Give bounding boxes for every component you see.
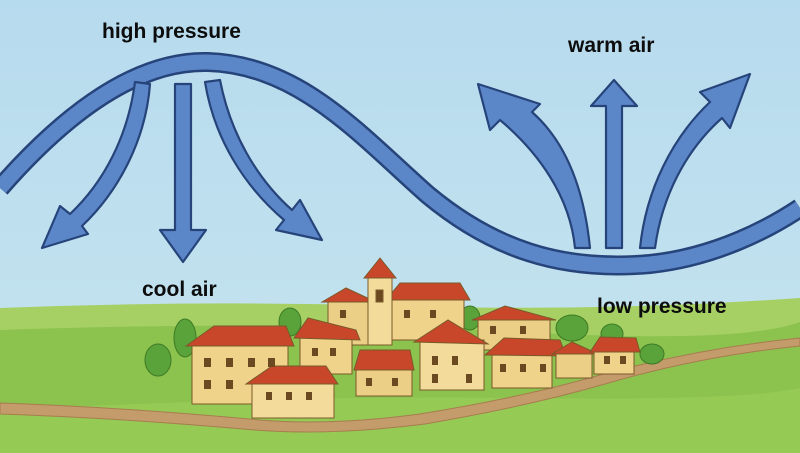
high-pressure-label: high pressure <box>102 20 241 43</box>
arrow-down-icon <box>40 78 324 264</box>
airflow-wave <box>0 54 800 274</box>
arrow-down-left <box>40 80 152 250</box>
arrow-up-center <box>589 78 639 250</box>
arrow-up-left <box>476 82 592 250</box>
arrow-down-right <box>203 78 324 242</box>
cool-air-label: cool air <box>142 278 217 301</box>
village-illustration <box>184 257 641 419</box>
arrow-up-right <box>638 72 752 250</box>
trees <box>144 305 665 377</box>
warm-air-label: warm air <box>568 34 655 57</box>
arrow-down-center <box>158 82 208 264</box>
low-pressure-label: low pressure <box>597 295 727 318</box>
dirt-path <box>0 337 800 433</box>
arrow-up-icon <box>476 72 752 250</box>
